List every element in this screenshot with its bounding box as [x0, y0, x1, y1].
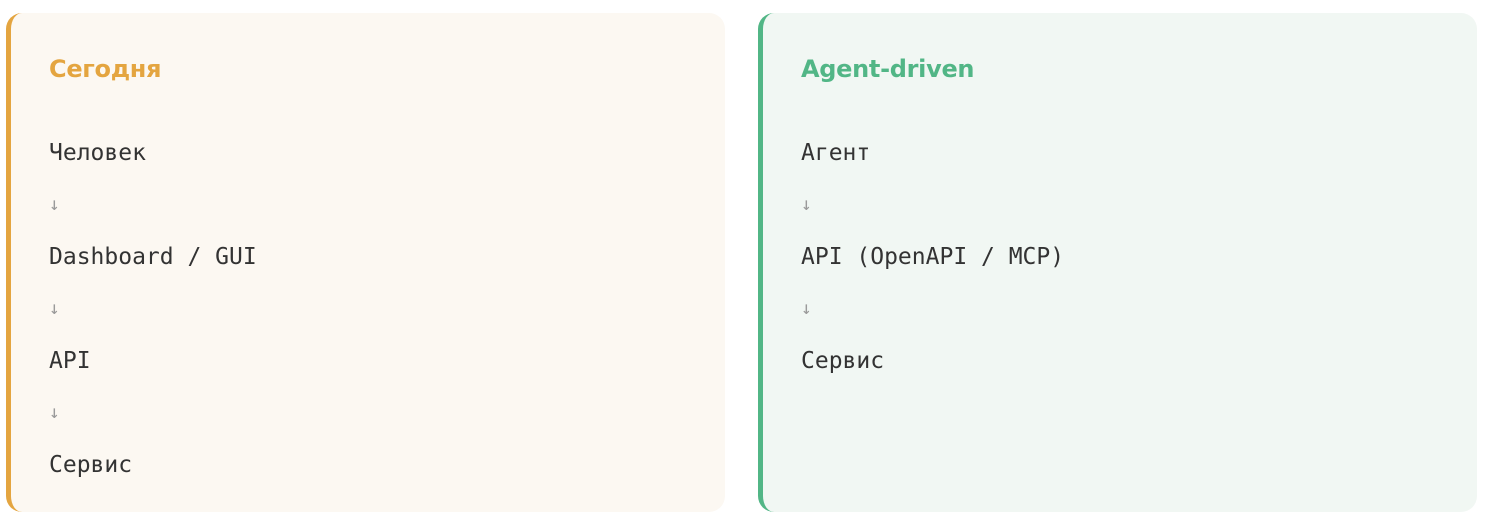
arrow-down-icon: ↓: [49, 194, 60, 215]
arrow-down-icon: ↓: [801, 194, 812, 215]
arrow-down-icon: ↓: [49, 298, 60, 319]
panel-agent-driven: Agent-driven Агент ↓ API (OpenAPI / MCP)…: [758, 13, 1477, 512]
flow-step-human: Человек: [49, 140, 146, 166]
panel-title: Agent-driven: [801, 55, 975, 83]
arrow-down-icon: ↓: [801, 298, 812, 319]
flow-step-service: Сервис: [801, 348, 885, 374]
panel-title: Сегодня: [49, 55, 162, 83]
flow-step-service: Сервис: [49, 452, 133, 478]
flow-step-api: API: [49, 348, 91, 374]
flow-step-api: API (OpenAPI / MCP): [801, 244, 1065, 270]
arrow-down-icon: ↓: [49, 402, 60, 423]
flow-list: Человек ↓ Dashboard / GUI ↓ API ↓ Сервис: [49, 127, 725, 491]
panel-today: Сегодня Человек ↓ Dashboard / GUI ↓ API …: [6, 13, 725, 512]
flow-step-dashboard: Dashboard / GUI: [49, 244, 257, 270]
flow-list: Агент ↓ API (OpenAPI / MCP) ↓ Сервис: [801, 127, 1477, 387]
flow-step-agent: Агент: [801, 140, 871, 166]
